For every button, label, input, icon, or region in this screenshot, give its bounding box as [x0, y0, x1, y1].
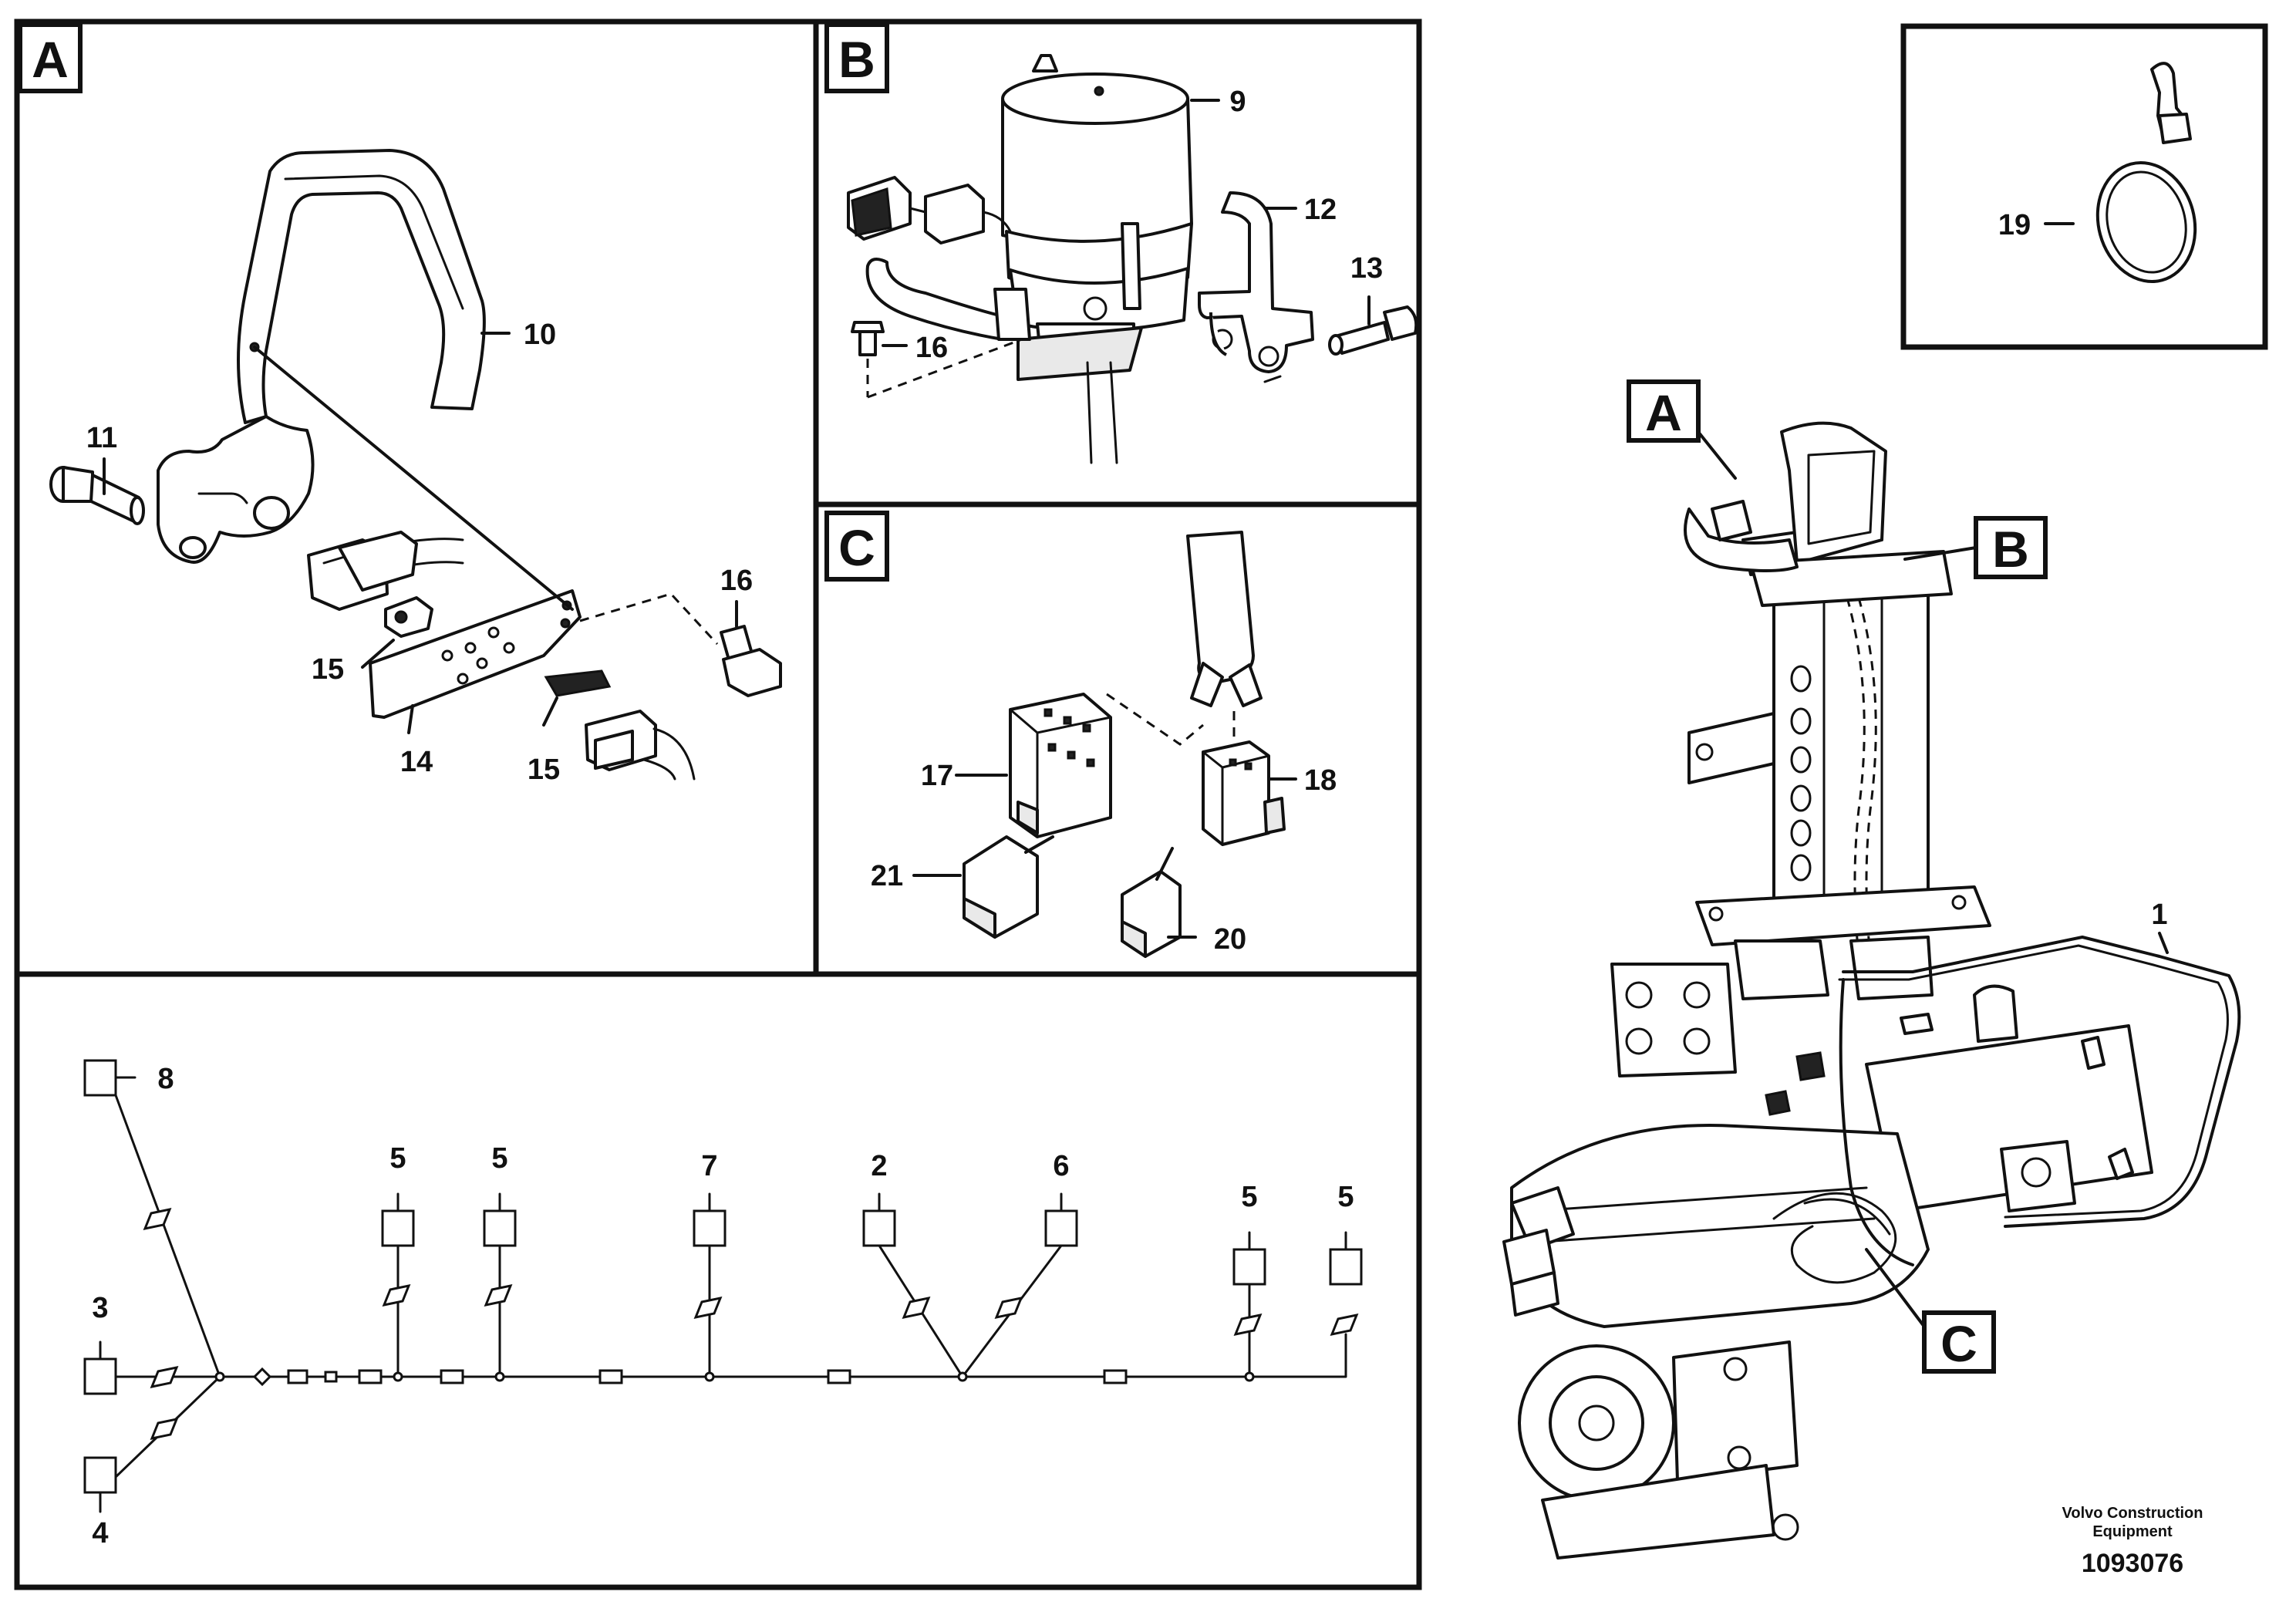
- schematic-node-5d: [1329, 1248, 1363, 1286]
- schematic-label-5b: 5: [491, 1142, 507, 1175]
- bolt-11: [49, 466, 145, 525]
- callout-15a: 15: [312, 653, 344, 686]
- handle-bracket: [157, 149, 486, 564]
- overview-label-a: A: [1645, 384, 1682, 441]
- overview-tag-b: [1974, 516, 2048, 579]
- schematic-node-3: [83, 1357, 117, 1395]
- panel-a: A: [18, 22, 782, 786]
- schematic-label-5a: 5: [389, 1142, 406, 1175]
- schematic-splices: [214, 1371, 1255, 1382]
- schematic-node-4: [83, 1456, 117, 1494]
- callout-21: 21: [871, 860, 903, 892]
- title-block: Volvo Construction Equipment 1093076: [2062, 1505, 2203, 1578]
- callout-11: 11: [86, 422, 117, 454]
- overview-assembly: [1502, 421, 2241, 1560]
- schematic-label-4: 4: [92, 1517, 108, 1549]
- bolt-16a: [720, 625, 782, 697]
- callout-19: 19: [1998, 209, 2031, 241]
- schematic-label-2: 2: [871, 1150, 887, 1182]
- document-number: 1093076: [2082, 1549, 2183, 1578]
- panel-c-tag: [824, 511, 889, 582]
- schematic-label-7: 7: [701, 1150, 717, 1182]
- schematic-node-2: [862, 1209, 896, 1247]
- cable-tie-inset: 19: [1998, 62, 2197, 284]
- schematic-inline-markers: [143, 1207, 1359, 1441]
- panel-c-label: C: [838, 519, 875, 576]
- schematic-label-5c: 5: [1241, 1181, 1257, 1213]
- schematic-node-7: [693, 1209, 727, 1247]
- overview-tag-c: [1922, 1310, 1996, 1374]
- detail-frames: [14, 19, 2268, 1590]
- callout-10: 10: [524, 319, 556, 351]
- callout-15b: 15: [528, 754, 560, 786]
- schematic-label-6: 6: [1053, 1150, 1069, 1182]
- callout-12: 12: [1304, 194, 1337, 226]
- callout-9: 9: [1229, 86, 1246, 118]
- callout-1: 1: [2151, 899, 2167, 931]
- callout-20: 20: [1214, 923, 1246, 956]
- schematic-node-5a: [381, 1209, 415, 1247]
- panel-a-label: A: [32, 31, 69, 88]
- panel-b: B: [824, 22, 1418, 464]
- brand-line-1: Volvo Construction: [2062, 1505, 2203, 1522]
- schematic-node-6: [1044, 1209, 1078, 1247]
- column-holes: [1790, 665, 1812, 882]
- callout-13: 13: [1350, 252, 1383, 285]
- panel-c: C 17: [824, 511, 1337, 958]
- panel-b-label: B: [838, 31, 875, 88]
- callout-16a: 16: [720, 565, 753, 597]
- schematic-label-5d: 5: [1337, 1181, 1354, 1213]
- brand-line-2: Equipment: [2092, 1523, 2173, 1540]
- cylinder-module-9: [1001, 54, 1193, 381]
- schematic-label-3: 3: [92, 1292, 108, 1324]
- panel-a-tag: [18, 22, 83, 93]
- overview-label-b: B: [1992, 521, 2029, 578]
- overview-label-c: C: [1940, 1315, 1977, 1372]
- overview-tags: A B C 1: [1627, 379, 2169, 1374]
- panel-b-tag: [824, 22, 889, 93]
- callout-14: 14: [400, 746, 433, 778]
- schematic-node-5b: [483, 1209, 517, 1247]
- overview-tag-a: [1627, 379, 1701, 443]
- callout-17: 17: [921, 760, 953, 792]
- callout-16b: 16: [915, 332, 948, 364]
- callout-18: 18: [1304, 764, 1337, 797]
- schematic-node-5c: [1232, 1248, 1266, 1286]
- schematic-label-8: 8: [157, 1063, 174, 1095]
- sensor-plate-assembly: [253, 346, 719, 781]
- schematic-node-8: [83, 1059, 117, 1097]
- harness-schematic: 8 3 4 5 5 7 2 6 5 5: [83, 1059, 1363, 1549]
